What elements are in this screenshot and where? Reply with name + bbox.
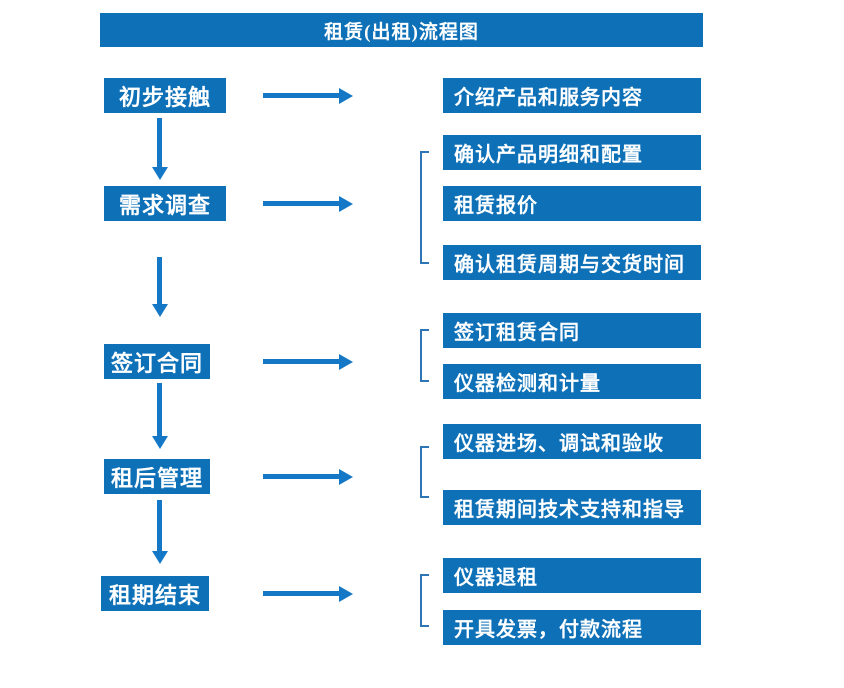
detail-label: 签订租赁合同: [454, 322, 580, 344]
detail-box-confirm-period-delivery: 确认租赁周期与交货时间: [443, 245, 701, 280]
detail-label: 确认产品明细和配置: [454, 144, 643, 166]
detail-label: 租赁报价: [454, 195, 538, 217]
stage-box-post-rental-management: 租后管理: [104, 459, 210, 494]
detail-box-introduce-products: 介绍产品和服务内容: [443, 78, 701, 113]
stage-box-initial-contact: 初步接触: [104, 78, 226, 113]
detail-box-instrument-arrival-acceptance: 仪器进场、调试和验收: [443, 424, 701, 459]
detail-box-invoice-payment: 开具发票，付款流程: [443, 610, 701, 645]
flow-arrow-right-icon: [263, 359, 339, 364]
page-title: 租赁(出租)流程图: [324, 21, 479, 43]
detail-label: 仪器检测和计量: [454, 373, 601, 395]
detail-box-tech-support: 租赁期间技术支持和指导: [443, 490, 701, 525]
flow-arrow-down-icon: [157, 118, 162, 167]
flow-arrow-right-icon: [263, 591, 339, 596]
stage-box-sign-contract: 签订合同: [104, 344, 210, 379]
detail-label: 确认租赁周期与交货时间: [454, 254, 685, 276]
group-bracket: [420, 329, 429, 382]
flow-arrow-down-icon: [157, 500, 162, 551]
stage-label: 需求调查: [118, 192, 211, 218]
stage-label: 租后管理: [110, 465, 203, 491]
detail-label: 租赁期间技术支持和指导: [454, 499, 685, 521]
group-bracket: [420, 574, 429, 627]
detail-box-sign-rental-contract: 签订租赁合同: [443, 313, 701, 348]
flow-arrow-down-icon: [157, 257, 162, 304]
detail-label: 仪器退租: [454, 567, 538, 589]
detail-box-confirm-product-config: 确认产品明细和配置: [443, 135, 701, 170]
stage-label: 初步接触: [118, 84, 211, 110]
stage-box-rental-end: 租期结束: [101, 576, 209, 611]
title-bar: 租赁(出租)流程图: [100, 13, 703, 47]
flow-arrow-right-icon: [263, 474, 339, 479]
detail-box-instrument-return: 仪器退租: [443, 558, 701, 593]
group-bracket: [420, 151, 429, 264]
detail-label: 介绍产品和服务内容: [454, 87, 643, 109]
flow-arrow-down-icon: [157, 383, 162, 436]
stage-label: 签订合同: [110, 350, 203, 376]
flow-arrow-right-icon: [263, 93, 339, 98]
group-bracket: [420, 446, 429, 498]
stage-label: 租期结束: [108, 582, 201, 608]
detail-label: 开具发票，付款流程: [454, 619, 643, 641]
stage-box-demand-survey: 需求调查: [104, 186, 226, 221]
detail-label: 仪器进场、调试和验收: [454, 433, 664, 455]
detail-box-rental-quotation: 租赁报价: [443, 186, 701, 221]
detail-box-instrument-testing: 仪器检测和计量: [443, 364, 701, 399]
flow-arrow-right-icon: [263, 201, 339, 206]
